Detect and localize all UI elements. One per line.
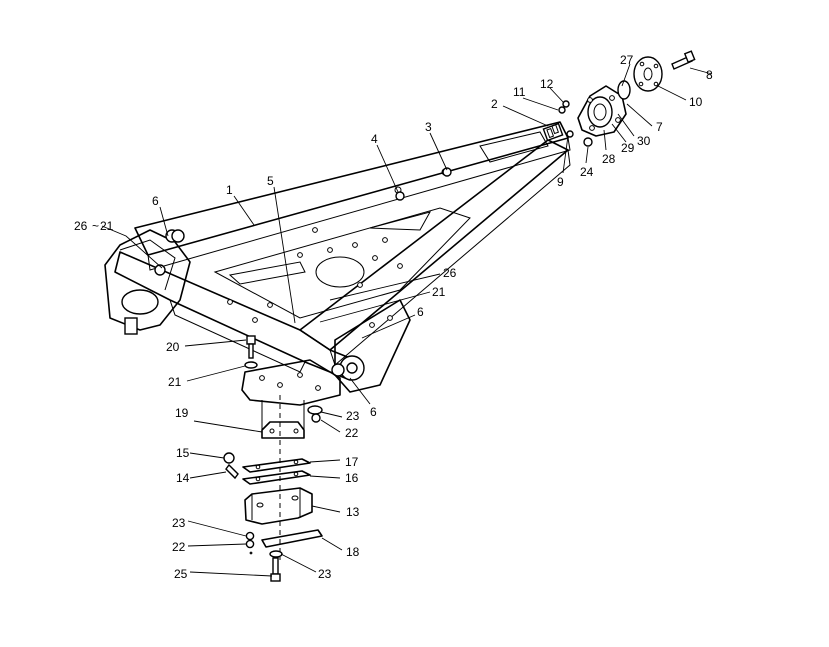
callout-14: 14	[176, 471, 190, 485]
spindle-part-2	[542, 122, 564, 142]
callout-21-left: 21	[100, 219, 114, 233]
callout-9: 9	[557, 175, 564, 189]
washer-23-lower	[245, 531, 255, 541]
bracket-13	[244, 487, 313, 525]
callout-22-upper: 22	[345, 426, 359, 440]
callout-10: 10	[689, 95, 703, 109]
callout-27: 27	[620, 53, 634, 67]
left-mounting-bracket	[104, 229, 191, 335]
callout-30: 30	[637, 134, 651, 148]
callout-5: 5	[267, 174, 274, 188]
shim-plate-16	[242, 470, 311, 485]
callout-7: 7	[656, 120, 663, 134]
callout-28: 28	[602, 152, 616, 166]
callout-17: 17	[345, 455, 359, 469]
nut-22-upper	[311, 413, 321, 423]
washer-23-bottom	[269, 550, 283, 558]
right-mounting-bracket	[331, 299, 411, 393]
callout-23-upper: 23	[346, 409, 360, 423]
callout-11: 11	[513, 85, 526, 99]
callout-20: 20	[166, 340, 180, 354]
nut-15	[223, 452, 235, 464]
bolt-11	[558, 106, 566, 114]
callout-8: 8	[706, 68, 713, 82]
pin-dot	[249, 551, 253, 555]
mounting-plate	[241, 359, 341, 406]
callout-21-lower: 21	[168, 375, 182, 389]
callout-labels: 1 2 3 4 5 6 6 6 7 8 9 10 11 12 13 14 15 …	[74, 53, 713, 581]
bolt-25	[270, 557, 281, 582]
wear-strip-18	[261, 529, 323, 548]
callout-18: 18	[346, 545, 360, 559]
washer-12	[562, 100, 570, 108]
callout-23-bottom: 23	[318, 567, 332, 581]
callout-22-lower: 22	[172, 540, 186, 554]
callout-6-bottom: 6	[370, 405, 377, 419]
washer-21	[244, 361, 258, 369]
callout-26-right: 26	[443, 266, 457, 280]
callout-6-right: 6	[417, 305, 424, 319]
callout-tilde: ~	[92, 219, 99, 233]
callout-24: 24	[580, 165, 594, 179]
callout-6-top: 6	[152, 194, 159, 208]
callout-29: 29	[621, 141, 635, 155]
bolt-20	[246, 335, 256, 359]
a-frame-part-1	[114, 121, 571, 381]
bolt-9	[566, 130, 574, 138]
callout-15: 15	[176, 446, 190, 460]
nut-24	[583, 137, 593, 147]
callout-26-left: 26	[74, 219, 88, 233]
pin-14	[225, 463, 239, 480]
callout-25: 25	[174, 567, 188, 581]
block-19	[261, 400, 305, 439]
callout-3: 3	[425, 120, 432, 134]
callout-21-right: 21	[432, 285, 446, 299]
callout-4: 4	[371, 132, 378, 146]
hub-assembly	[558, 50, 696, 147]
nut-22-lower	[245, 539, 255, 549]
callout-1: 1	[226, 183, 233, 197]
callout-19: 19	[175, 406, 189, 420]
callout-16: 16	[345, 471, 359, 485]
washer-23-upper	[307, 405, 323, 415]
callout-2: 2	[491, 97, 498, 111]
shim-plate-17	[242, 458, 311, 473]
callout-13: 13	[346, 505, 360, 519]
callout-leaders	[101, 63, 713, 577]
callout-23-lower: 23	[172, 516, 186, 530]
callout-12: 12	[540, 77, 554, 91]
